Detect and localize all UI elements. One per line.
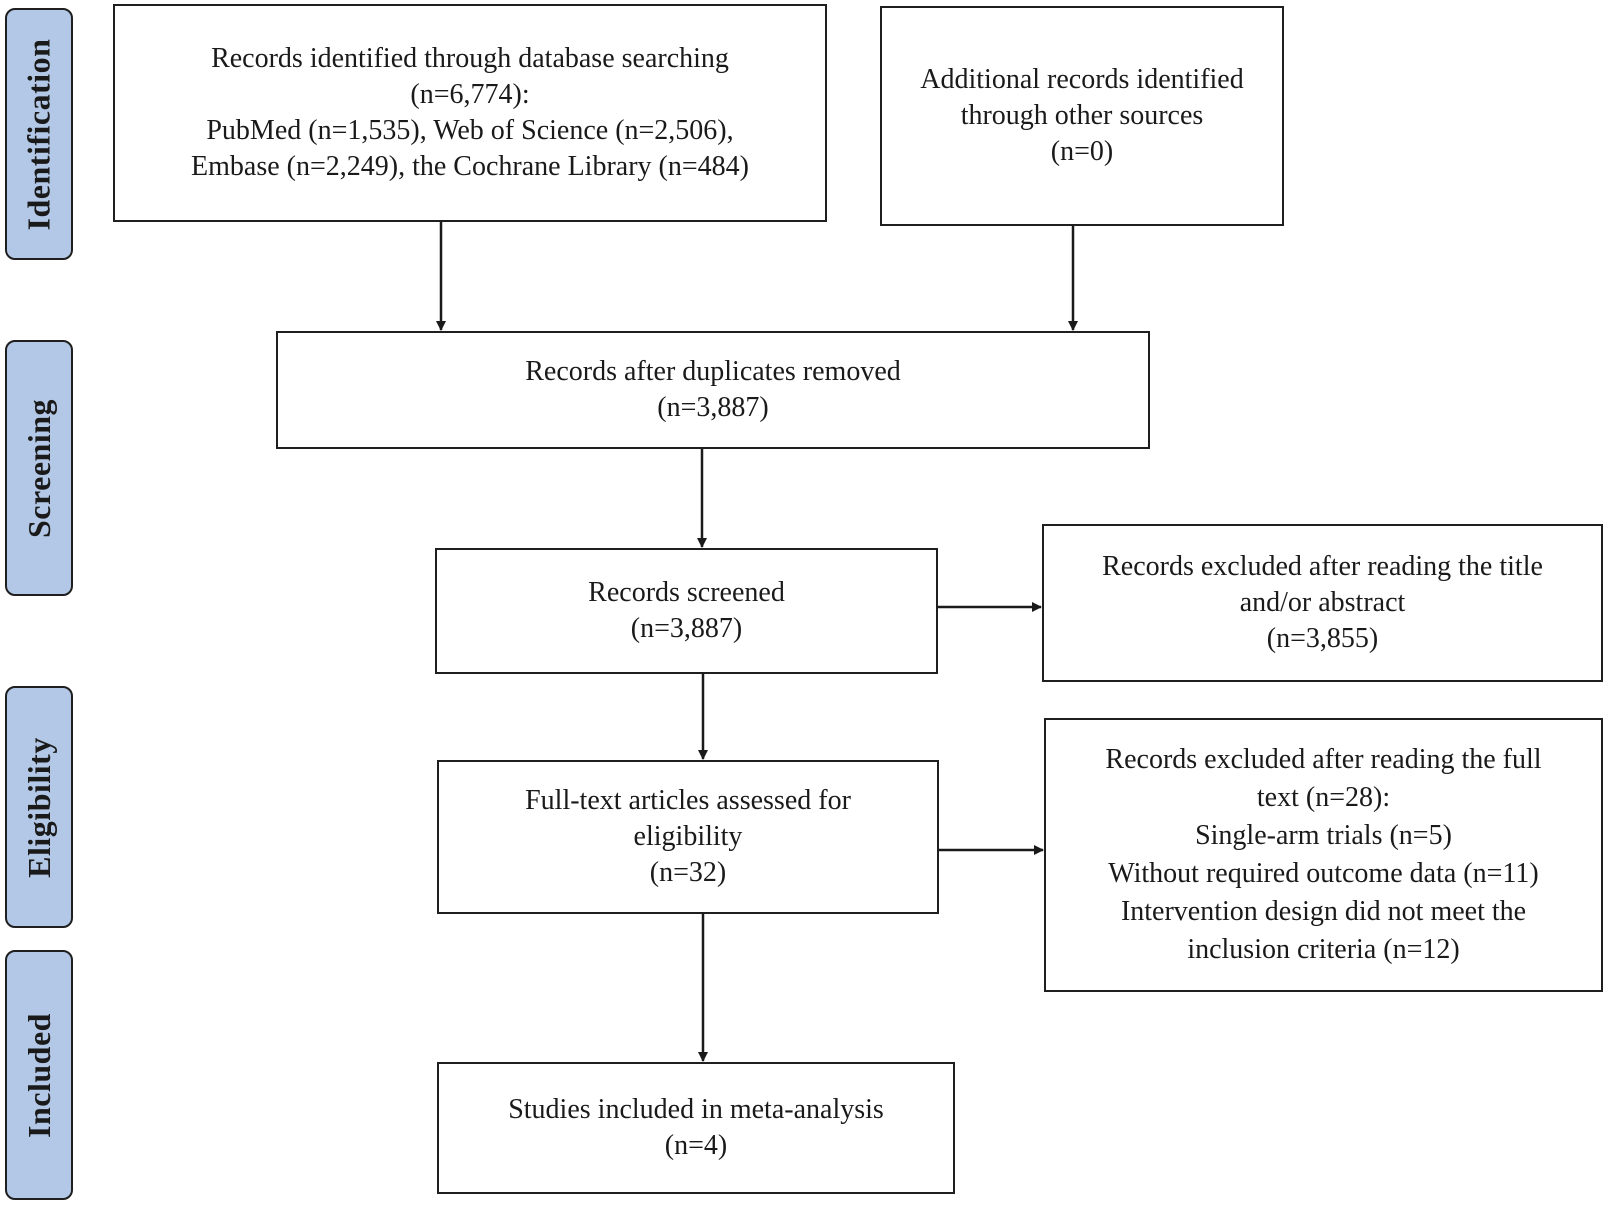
- box-line: (n=32): [649, 857, 727, 888]
- box-line: (n=3,855): [1266, 623, 1379, 654]
- phase-included: Included: [5, 950, 73, 1200]
- box-line: PubMed (n=1,535), Web of Science (n=2,50…: [206, 115, 734, 146]
- excluded-title-abstract-box: Records excluded after reading the title…: [1042, 524, 1603, 682]
- box-line: Records excluded after reading the title: [1102, 551, 1543, 582]
- included-studies-box: Studies included in meta-analysis (n=4): [437, 1062, 955, 1194]
- box-line: Records identified through database sear…: [211, 43, 729, 74]
- phase-screening: Screening: [5, 340, 73, 596]
- box-line: (n=4): [664, 1130, 728, 1161]
- excluded-full-text-box: Records excluded after reading the full …: [1044, 718, 1603, 992]
- phase-identification: Identification: [5, 8, 73, 260]
- box-line: (n=3,887): [630, 613, 743, 644]
- phase-eligibility: Eligibility: [5, 686, 73, 928]
- box-line: and/or abstract: [1239, 587, 1406, 618]
- box-line: text (n=28):: [1256, 782, 1391, 813]
- box-line: through other sources: [960, 100, 1204, 131]
- box-line: Without required outcome data (n=11): [1108, 858, 1539, 889]
- box-line: Intervention design did not meet the: [1120, 896, 1527, 927]
- box-line: Additional records identified: [920, 64, 1244, 95]
- box-line: Studies included in meta-analysis: [508, 1094, 884, 1125]
- box-line: Embase (n=2,249), the Cochrane Library (…: [191, 151, 749, 182]
- full-text-assessed-box: Full-text articles assessed for eligibil…: [437, 760, 939, 914]
- other-sources-box: Additional records identified through ot…: [880, 6, 1284, 226]
- duplicates-removed-box: Records after duplicates removed (n=3,88…: [276, 331, 1150, 449]
- box-line: Records excluded after reading the full: [1105, 744, 1542, 775]
- box-line: eligibility: [633, 821, 743, 852]
- box-line: (n=0): [1050, 136, 1114, 167]
- box-line: (n=3,887): [657, 392, 769, 423]
- box-line: Single-arm trials (n=5): [1195, 820, 1452, 851]
- records-screened-box: Records screened (n=3,887): [435, 548, 938, 674]
- box-line: Full-text articles assessed for: [525, 785, 851, 816]
- box-line: (n=6,774):: [410, 79, 530, 110]
- box-line: Records after duplicates removed: [525, 356, 901, 387]
- database-search-box: Records identified through database sear…: [113, 4, 827, 222]
- box-line: Records screened: [588, 577, 785, 608]
- box-line: inclusion criteria (n=12): [1187, 934, 1460, 965]
